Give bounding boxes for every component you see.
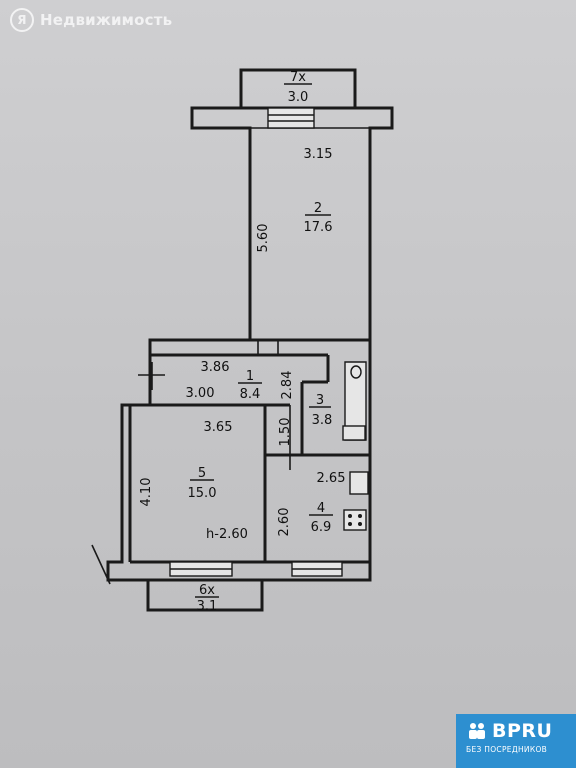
room-2-area: 17.6 <box>304 220 333 235</box>
room-1-area: 8.4 <box>240 387 261 402</box>
room-5-height: h-2.60 <box>206 527 248 542</box>
window-top <box>267 107 315 129</box>
balcony-bottom-label: 6х <box>199 583 215 598</box>
kitchen-sink-icon <box>349 471 369 495</box>
room-5-length: 4.10 <box>139 478 154 507</box>
stove-icon <box>343 509 367 531</box>
room-3-area: 3.8 <box>312 413 333 428</box>
balcony-top-value: 3.0 <box>288 90 309 105</box>
burner <box>358 522 362 526</box>
balcony-top-label: 7х <box>290 70 306 85</box>
burner <box>358 514 362 518</box>
lower-block-walls <box>106 338 372 582</box>
balcony-bottom-value: 3.1 <box>197 599 218 614</box>
bathtub-icon <box>344 361 367 441</box>
room-5-area: 15.0 <box>188 486 217 501</box>
watermark-text: Недвижимость <box>40 11 173 29</box>
bpru-brand-badge: BPRU БЕЗ ПОСРЕДНИКОВ <box>456 714 576 768</box>
room-5-number: 5 <box>198 466 206 481</box>
badge-title: BPRU <box>492 720 553 742</box>
badge-subtitle: БЕЗ ПОСРЕДНИКОВ <box>466 745 548 754</box>
burner <box>348 514 352 518</box>
room-2-walls <box>190 106 394 342</box>
room-2-number: 2 <box>314 201 322 216</box>
room-4-number: 4 <box>317 501 325 516</box>
room-1-number: 1 <box>246 369 254 384</box>
room-1-width-bottom: 3.00 <box>186 386 215 401</box>
room-3-number: 3 <box>316 393 324 408</box>
room-4-width: 2.65 <box>317 471 346 486</box>
room-2-width: 3.15 <box>304 147 333 162</box>
room-1-width-top: 3.86 <box>201 360 230 375</box>
yandex-realty-watermark: Я Недвижимость <box>10 8 172 32</box>
room-5-width: 3.65 <box>204 420 233 435</box>
room-4-area: 6.9 <box>311 520 332 535</box>
exterior-wall-line <box>91 544 111 585</box>
room-4-length: 2.60 <box>277 508 292 537</box>
people-icon <box>469 723 485 739</box>
sink-icon <box>342 425 366 441</box>
balcony-bottom <box>146 578 264 612</box>
room-1-length: 2.84 <box>280 371 295 400</box>
burner <box>348 522 352 526</box>
corridor-width: 1.50 <box>278 418 293 447</box>
room-2-length: 5.60 <box>256 224 271 253</box>
bath-drain-icon <box>350 365 362 379</box>
yandex-logo-icon: Я <box>10 8 34 32</box>
